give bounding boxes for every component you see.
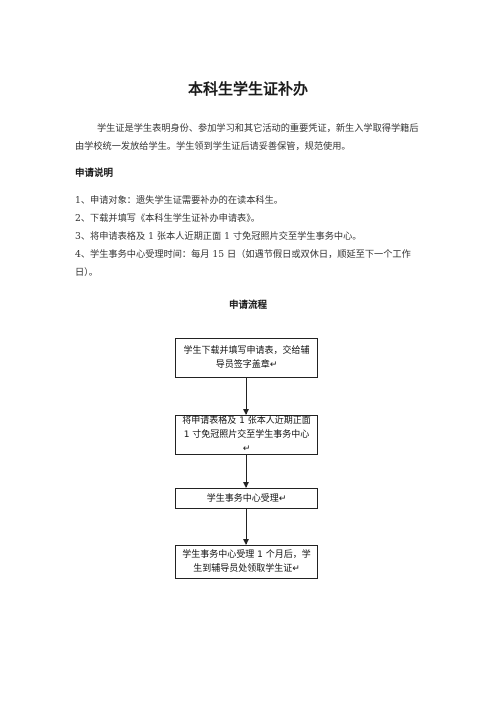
flow-step-1: 学生下载并填写申请表，交给辅导员签字盖章↵: [175, 338, 318, 378]
list-item: 4、学生事务中心受理时间：每月 15 日（如遇节假日或双休日，顺延至下一个工作日…: [75, 249, 411, 278]
flow-step-2: 将申请表格及 1 张本人近期正面 1 寸免冠照片交至学生事务中心↵: [175, 415, 318, 455]
flow-arrow-down-icon: [243, 455, 249, 488]
flow-heading: 申请流程: [228, 300, 267, 311]
flow-arrow-down-icon: [243, 378, 249, 415]
document-title: 本科生学生证补办: [187, 80, 308, 98]
flow-step-3: 学生事务中心受理↵: [175, 488, 318, 509]
flow-arrow-down-icon: [243, 509, 249, 545]
intro-paragraph: 学生证是学生表明身份、参加学习和其它活动的重要凭证，新生入学取得学籍后由学校统一…: [75, 123, 419, 152]
list-item: 3、将申请表格及 1 张本人近期正面 1 寸免冠照片交至学生事务中心。: [75, 231, 362, 242]
section-heading-application: 申请说明: [75, 168, 114, 179]
application-notes-list: 1、申请对象：遗失学生证需要补办的在读本科生。 2、下载并填写《本科生学生证补办…: [75, 192, 425, 282]
flow-step-4: 学生事务中心受理 1 个月后，学生到辅导员处领取学生证↵: [175, 545, 318, 579]
list-item: 1、申请对象：遗失学生证需要补办的在读本科生。: [75, 195, 283, 206]
list-item: 2、下载并填写《本科生学生证补办申请表》。: [75, 213, 260, 224]
